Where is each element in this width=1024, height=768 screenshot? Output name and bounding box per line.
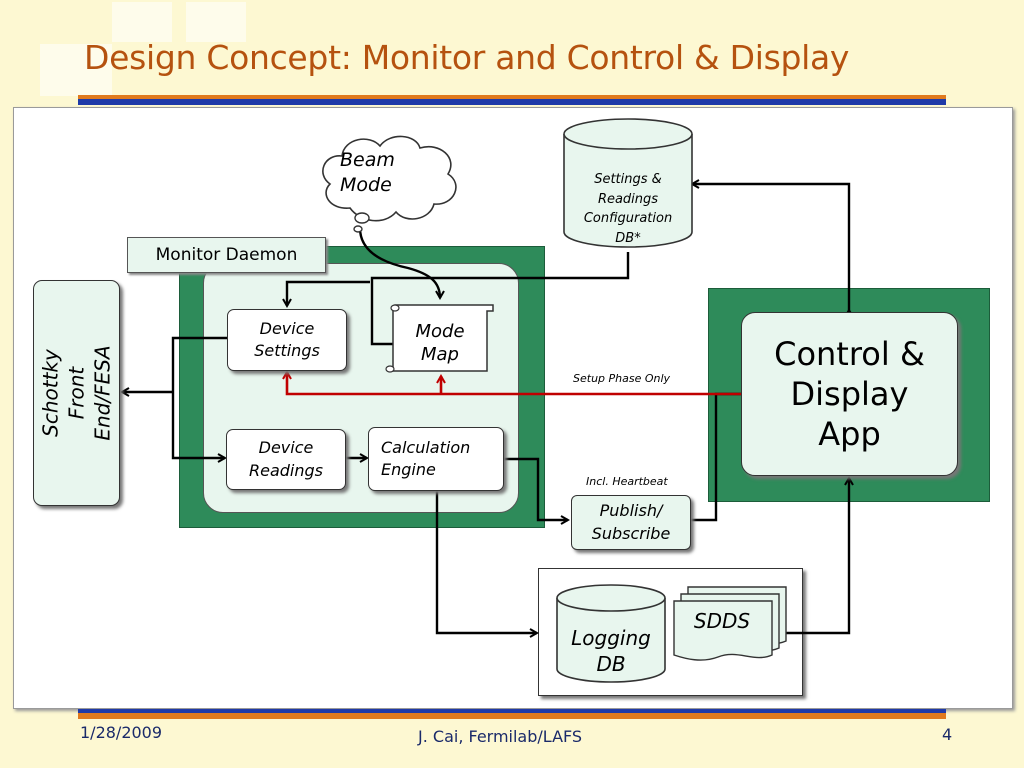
config-db-cylinder (563, 118, 693, 248)
heartbeat-label: Incl. Heartbeat (586, 475, 668, 488)
front-end-label: Schottky Front End/FESA (38, 345, 115, 441)
title-rule-orange (78, 95, 946, 99)
device-settings-box: Device Settings (227, 309, 347, 371)
calc-engine-label: Calculation Engine (381, 437, 471, 479)
footer-author: J. Cai, Fermilab/LAFS (418, 727, 583, 746)
background-square (186, 2, 246, 42)
control-display-label: Control & Display App (774, 335, 925, 453)
footer-page-number: 4 (942, 725, 953, 744)
config-db-label: Settings & Readings Configuration DB* (583, 172, 673, 246)
mode-map-label: Mode Map (415, 321, 465, 366)
device-readings-box: Device Readings (226, 429, 346, 490)
sdds-label: SDDS (693, 609, 751, 633)
pubsub-label: Publish/ Subscribe (591, 501, 671, 543)
front-end-box: Schottky Front End/FESA (33, 280, 120, 506)
device-settings-label: Device Settings (254, 318, 320, 360)
sdds-documents (673, 586, 787, 661)
background-square (40, 44, 112, 96)
device-readings-label: Device Readings (249, 438, 323, 480)
title-rule-blue (78, 99, 946, 105)
setup-phase-label: Setup Phase Only (573, 372, 671, 385)
footer-rule-blue (78, 709, 946, 713)
background-square (112, 2, 172, 42)
beam-mode-label: Beam Mode (340, 149, 395, 196)
logging-db-label: Logging DB (571, 626, 651, 676)
beam-mode-cloud (322, 135, 457, 233)
footer-date: 1/28/2009 (80, 723, 163, 742)
pubsub-box: Publish/ Subscribe (571, 495, 691, 550)
slide-title: Design Concept: Monitor and Control & Di… (84, 38, 850, 77)
monitor-daemon-label: Monitor Daemon (127, 237, 326, 273)
calc-engine-box: Calculation Engine (368, 427, 504, 491)
control-display-box: Control & Display App (741, 312, 958, 476)
mode-map-scroll (385, 304, 494, 373)
logging-db-cylinder (556, 584, 666, 683)
footer-rule-orange (78, 713, 946, 719)
